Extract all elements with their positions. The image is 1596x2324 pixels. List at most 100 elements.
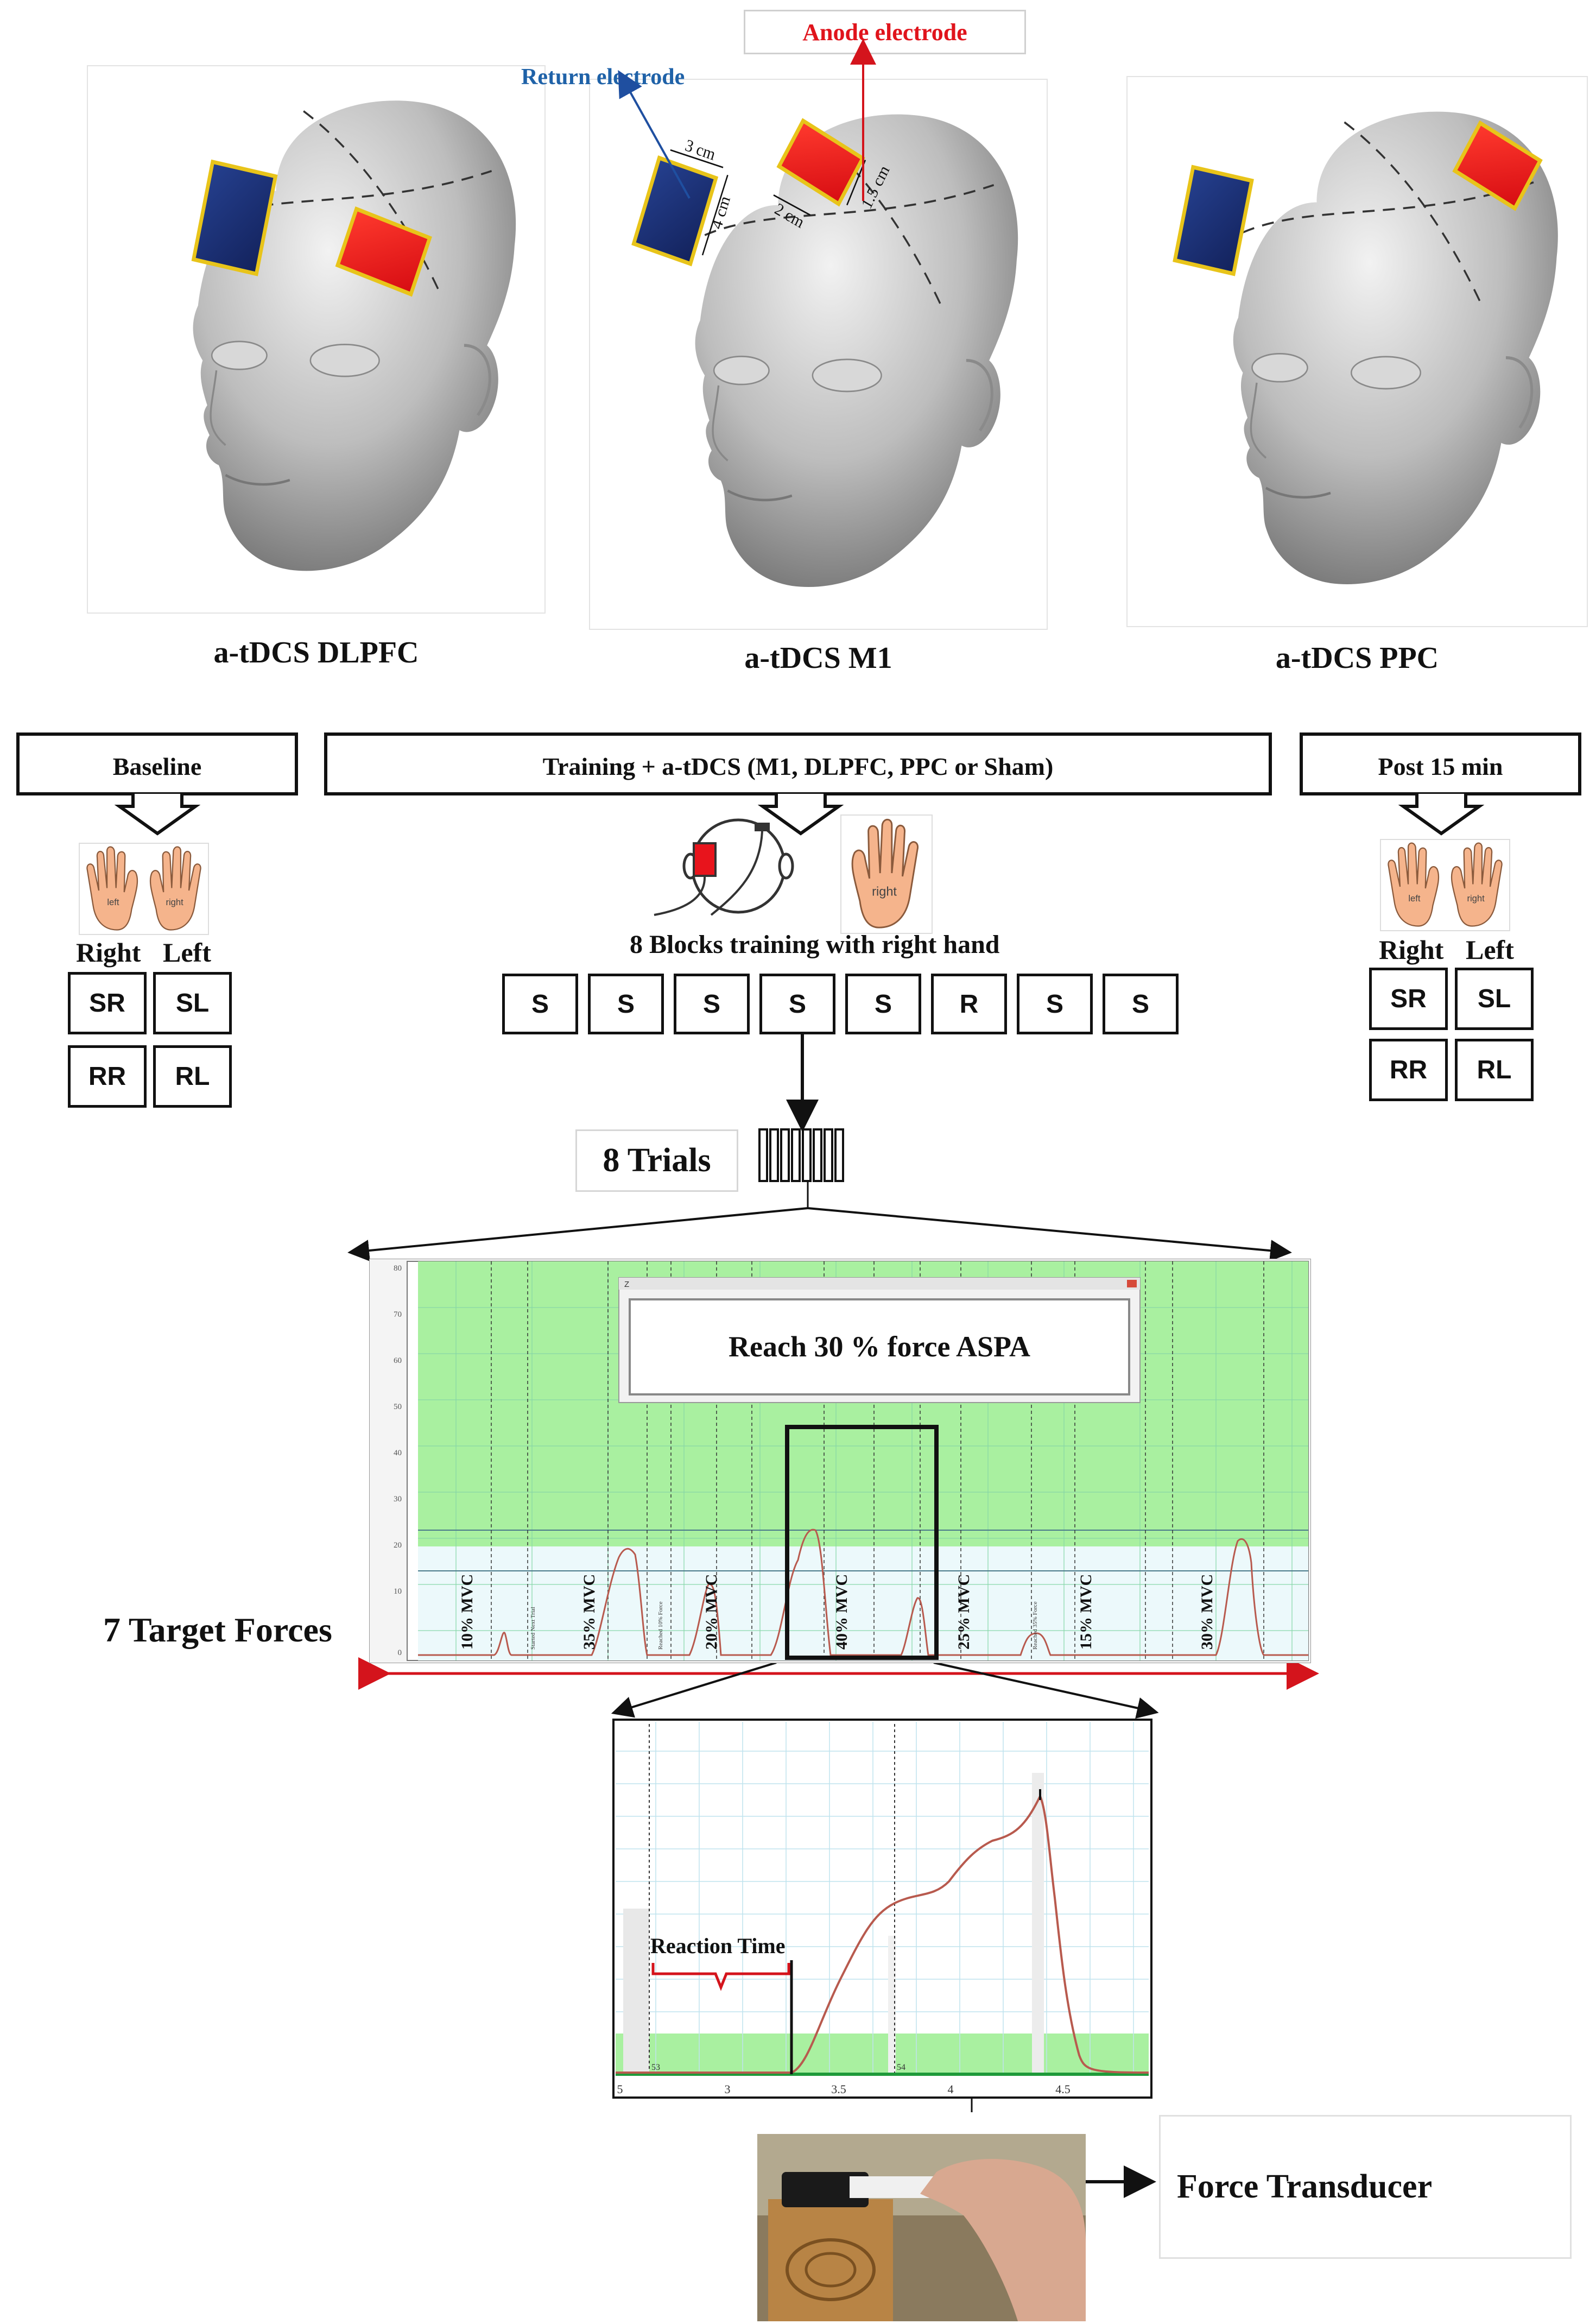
- right-hand-icon: right: [851, 818, 919, 929]
- svg-text:5: 5: [617, 2082, 623, 2096]
- block-cell: R: [931, 974, 1007, 1034]
- expand-left-arrow: [347, 1207, 808, 1261]
- svg-text:20: 20: [394, 1541, 402, 1550]
- post-col-left: Left: [1466, 934, 1514, 965]
- light-zone: [418, 1546, 1308, 1660]
- post-cell-sl: SL: [1455, 968, 1534, 1030]
- post-cell-rl: RL: [1455, 1039, 1534, 1101]
- head-illustration-dlpfc: [191, 66, 547, 615]
- block-cell: S: [1017, 974, 1093, 1034]
- svg-text:80: 80: [394, 1264, 402, 1273]
- force-chart: 80 70 60 50 40 30 20 10 0 10% MVC 35% MV…: [369, 1259, 1311, 1663]
- head-illustration-ppc: [1173, 77, 1589, 628]
- dialog-close-icon: [1127, 1280, 1137, 1287]
- svg-text:50: 50: [394, 1403, 402, 1411]
- trial-label: 25% MVC: [955, 1574, 973, 1650]
- baseline-cell-rl: RL: [153, 1045, 232, 1108]
- trials-icon: [758, 1128, 844, 1182]
- caption-dlpfc: a-tDCS DLPFC: [213, 636, 419, 670]
- svg-text:Z: Z: [624, 1280, 629, 1289]
- svg-text:3: 3: [725, 2082, 731, 2096]
- montage-anode: [693, 842, 717, 877]
- post-cell-rr: RR: [1369, 1039, 1448, 1101]
- montage-return: [755, 823, 770, 831]
- svg-text:Started Next Trial: Started Next Trial: [530, 1607, 536, 1650]
- transducer-label: Force Transducer: [1177, 2168, 1433, 2205]
- training-hand: right: [840, 814, 933, 934]
- trial-label: 40% MVC: [833, 1574, 851, 1650]
- trial-label: 30% MVC: [1198, 1574, 1216, 1650]
- zoom-right-arrow: [933, 1662, 1159, 1719]
- svg-text:0: 0: [398, 1649, 402, 1657]
- svg-text:left: left: [107, 897, 119, 907]
- return-electrode-ppc: [1173, 165, 1254, 276]
- reaction-time-label: Reaction Time: [650, 1934, 786, 1958]
- trials-label: 8 Trials: [603, 1142, 711, 1179]
- hands-icon: left right: [1388, 842, 1503, 927]
- post-cell-sr: SR: [1369, 968, 1448, 1030]
- block-cell: S: [674, 974, 750, 1034]
- svg-text:60: 60: [394, 1356, 402, 1365]
- trial-label: 20% MVC: [702, 1574, 720, 1650]
- trial-label: 10% MVC: [458, 1574, 476, 1650]
- block-cell: S: [588, 974, 664, 1034]
- baseline-col-right: Right: [76, 937, 141, 968]
- training-label: Training + a-tDCS (M1, DLPFC, PPC or Sha…: [542, 753, 1054, 780]
- trial-label: 35% MVC: [580, 1574, 598, 1650]
- post-hands: left right: [1380, 839, 1510, 931]
- reaction-time-brace: [651, 1963, 790, 1991]
- svg-text:40: 40: [394, 1449, 402, 1457]
- svg-text:4.5: 4.5: [1055, 2082, 1071, 2096]
- baseline-col-left: Left: [163, 937, 211, 968]
- return-arrow: [618, 70, 691, 199]
- force-dialog: Z Reach 30 % force ASPA: [618, 1277, 1141, 1403]
- return-electrode-m1: [631, 155, 719, 267]
- trial-label: 15% MVC: [1077, 1574, 1095, 1650]
- caption-ppc: a-tDCS PPC: [1275, 641, 1439, 675]
- anode-label: Anode electrode: [802, 18, 967, 46]
- baseline-hands: left right: [79, 843, 209, 935]
- anode-label-box: Anode electrode: [744, 10, 1026, 54]
- svg-text:Reached 10% Force: Reached 10% Force: [657, 1601, 664, 1650]
- selected-trial-box: [785, 1425, 939, 1660]
- phase-boxes: [16, 732, 1581, 836]
- svg-text:70: 70: [394, 1310, 402, 1319]
- target-forces-label: 7 Target Forces: [103, 1611, 332, 1649]
- svg-text:right: right: [1467, 893, 1485, 904]
- baseline-label: Baseline: [112, 753, 202, 780]
- svg-text:right: right: [872, 884, 897, 898]
- block-cell: S: [502, 974, 578, 1034]
- training-caption: 8 Blocks training with right hand: [630, 930, 1000, 959]
- zoom-trace: [616, 1793, 1149, 2074]
- head-panel-m1: 3 cm 4 cm 2 cm 1.5 cm: [589, 79, 1048, 630]
- svg-text:53: 53: [651, 2063, 660, 2072]
- svg-text:right: right: [166, 897, 183, 907]
- hand-photo: [920, 2159, 1086, 2321]
- zoom-green-zone: [616, 2033, 1149, 2074]
- svg-text:3.5: 3.5: [831, 2082, 846, 2096]
- transducer-sensor: [782, 2172, 869, 2207]
- svg-text:Reached 35% Force: Reached 35% Force: [1032, 1601, 1038, 1650]
- trials-box: 8 Trials: [575, 1129, 738, 1192]
- svg-text:30: 30: [394, 1495, 402, 1504]
- svg-text:4: 4: [948, 2082, 954, 2096]
- return-label: Return electrode: [521, 65, 685, 90]
- head-panel-ppc: [1126, 76, 1588, 627]
- anode-electrode-dlpfc: [335, 206, 432, 297]
- baseline-cell-sr: SR: [68, 972, 147, 1034]
- wood-block: [768, 2199, 893, 2321]
- block-cell: S: [1103, 974, 1179, 1034]
- transducer-photo: [757, 2134, 1086, 2321]
- svg-text:54: 54: [897, 2063, 905, 2072]
- dialog-title: Reach 30 % force ASPA: [729, 1330, 1030, 1363]
- head-illustration-m1: 3 cm 4 cm 2 cm 1.5 cm: [631, 80, 1049, 631]
- svg-text:left: left: [1408, 893, 1421, 904]
- zoom-chart: Reaction Time 53 54 5 3 3.5 4 4.5: [612, 1719, 1152, 2099]
- baseline-cell-rr: RR: [68, 1045, 147, 1108]
- zoom-left-arrow: [611, 1662, 777, 1718]
- anode-electrode-ppc: [1452, 120, 1543, 211]
- svg-text:10: 10: [394, 1587, 402, 1596]
- baseline-cell-sl: SL: [153, 972, 232, 1034]
- caption-m1: a-tDCS M1: [744, 641, 892, 675]
- hands-icon: left right: [86, 846, 201, 931]
